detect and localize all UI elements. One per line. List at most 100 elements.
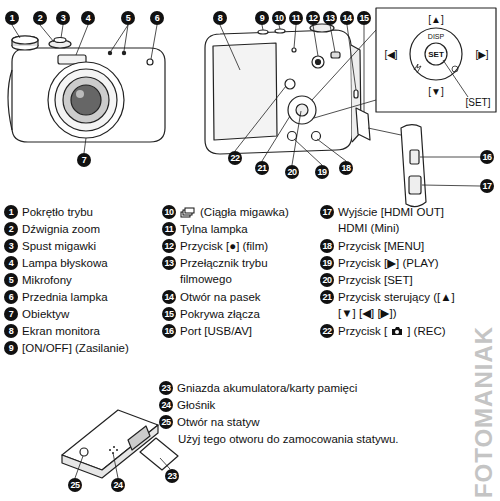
callout-number: 23 [159,381,173,395]
flash-icon [414,64,421,73]
button-label: [▼] [428,86,443,97]
timer-icon [452,66,458,72]
callout-number: 11 [162,222,176,236]
callout-number: 17 [320,205,334,219]
note-text: Użyj tego otworu do zamocowania statywu. [178,431,399,447]
strap-hole [354,90,358,98]
leader-lines [420,157,480,186]
leader-line [443,60,468,97]
rec-button [285,79,295,89]
callout-number: 5 [121,11,135,25]
power-button [258,30,268,34]
callout-number: 12 [306,11,320,25]
callout-number: 20 [320,273,334,287]
callout-number: 24 [159,398,173,412]
callout-number: 16 [480,150,494,164]
part-label: (Ciągła migawka) [200,204,289,220]
part-label: Przycisk [MENU] [338,238,424,254]
port-panel [401,125,426,207]
part-label: Przycisk [SET] [338,272,413,288]
play-button [288,132,297,141]
callout-number: 9 [4,341,18,355]
button-label: DISP [428,33,444,40]
button-label: [▲] [428,14,443,25]
callout-number: 25 [68,478,82,492]
legend-row: 1Pokrętło trybu [4,204,93,220]
callout-number: 2 [33,11,47,25]
part-label: Lampa błyskowa [22,255,108,271]
legend-row: 2Dźwignia zoom [4,221,100,237]
icon-frame [185,208,194,213]
rear-lamp [292,48,296,52]
part-label: Ekran monitora [22,323,100,339]
legend-row: 6Przednia lampka [4,289,108,305]
callout-number: 22 [320,324,334,338]
callout-number: 11 [289,11,303,25]
legend-row: 11Tylna lampka [162,221,248,237]
callout-number: 15 [162,307,176,321]
part-label: Port [USB/AV] [180,323,252,339]
callout-number: 4 [4,256,18,270]
leader-lines [12,25,157,153]
legend-row: 23Gniazda akumulatora/karty pamięci [159,380,357,396]
callout-number: 3 [4,239,18,253]
lens-ring [55,69,117,131]
callout-number: 9 [255,11,269,25]
callout-number: 6 [4,290,18,304]
usb-port [410,150,419,164]
part-label: Przełącznik trybu filmowego [180,255,300,287]
tripod-hole [80,448,88,456]
button-label: [▶] [475,49,488,60]
callout-number: 13 [323,11,337,25]
legend-row: 4 Lampa błyskowa [4,255,108,271]
hdmi-port [409,176,421,194]
callout-number: 21 [255,161,269,175]
legend-row: 18 Przycisk [MENU] [320,238,424,254]
icon-lens [395,330,399,334]
legend-row: 22 Przycisk [ ] (REC) [320,323,446,339]
movie-switch [331,52,340,58]
callout-number: 5 [4,273,18,287]
button-label: [◀] [384,49,397,60]
callout-number: 24 [111,478,125,492]
set-button [296,104,308,116]
callout-number: 18 [320,239,334,253]
callout-number: 2 [4,222,18,236]
icon-body [392,327,402,335]
lens-glare [76,90,84,98]
part-label: [ON/OFF] (Zasilanie) [22,340,129,356]
legend-row: 17Wyjście [HDMI OUT] HDMI (Mini) [320,204,456,236]
legend-row: 20 Przycisk [SET] [320,272,413,288]
lens-glass [71,85,101,115]
part-label: ] (REC) [407,323,445,339]
part-label: Przycisk [ [338,323,387,339]
battery-door [140,438,178,470]
callout-number: 14 [340,11,354,25]
camera-body [12,48,165,142]
microphone [122,51,125,54]
part-label: Przycisk [▶] (PLAY) [338,255,439,271]
callout-number: 23 [165,469,179,483]
legend-row: 5Mikrofony [4,272,72,288]
part-label: Spust migawki [22,238,96,254]
legend-row: 8Ekran monitora [4,323,100,339]
legend-row: 19 Przycisk [▶] (PLAY) [320,255,439,271]
legend-row: 14Otwór na pasek [162,289,261,305]
callout-number: 7 [4,307,18,321]
control-ring [410,28,462,80]
callout-number: 10 [272,11,286,25]
callout-number: 1 [5,11,19,25]
callout-number: 13 [162,256,176,270]
speaker [109,446,118,454]
callout-number: 10 [162,205,176,219]
callout-number: 19 [320,256,334,270]
part-label: Pokrętło trybu [22,204,93,220]
callout-number: 12 [162,239,176,253]
callout-number: 6 [150,11,164,25]
part-label: Otwór na statyw [177,414,259,430]
legend-row: 16 Port [USB/AV] [162,323,252,339]
callout-number: 22 [228,151,242,165]
callout-number: 16 [162,324,176,338]
legend-row: 25Otwór na statyw [159,414,259,430]
